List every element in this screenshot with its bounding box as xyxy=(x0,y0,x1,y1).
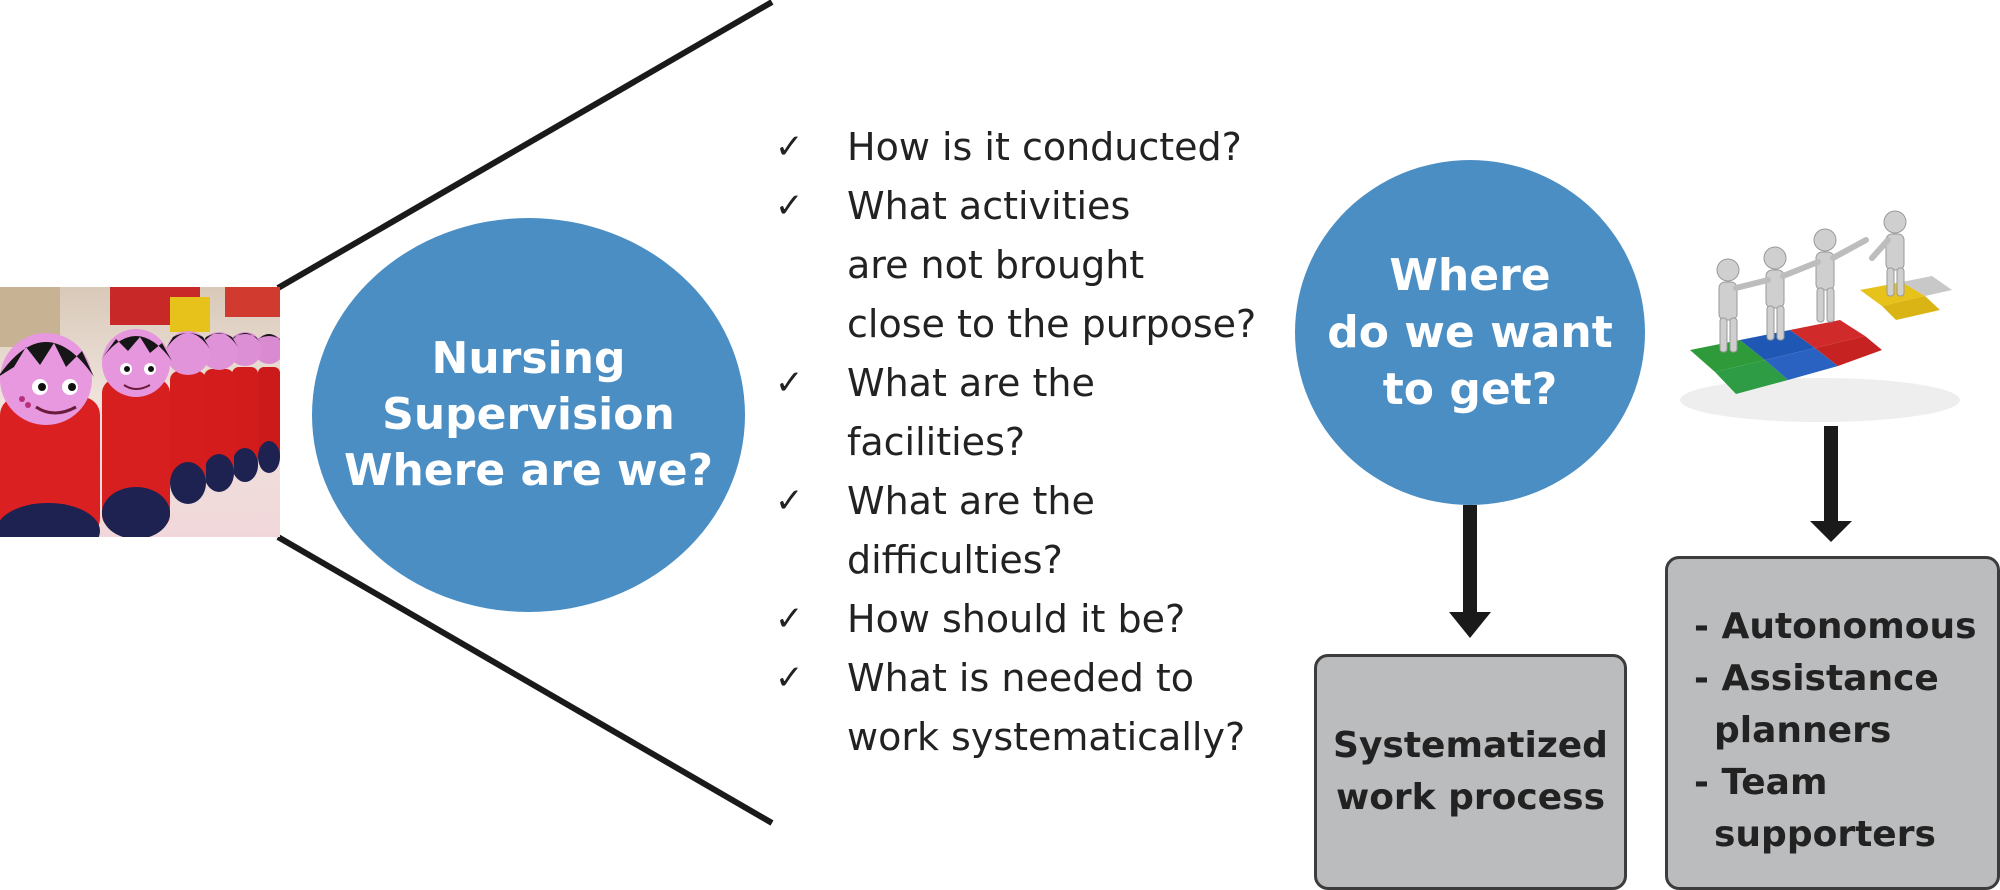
box-text-line: Systematized xyxy=(1333,725,1608,766)
circle-text-line: Nursing xyxy=(431,333,626,384)
where-are-we-circle: Nursing Supervision Where are we? xyxy=(312,218,745,612)
checklist-item: ✓ What is needed to work systematically? xyxy=(775,649,1295,767)
checklist-text: work systematically? xyxy=(847,715,1246,759)
checklist-text: difficulties? xyxy=(847,538,1063,582)
checklist-item: ✓ How is it conducted? xyxy=(775,118,1295,177)
team-roles-box: - Autonomous - Assistance planners - Tea… xyxy=(1665,556,2000,890)
checklist-item: ✓ What are the facilities? xyxy=(775,354,1295,472)
systematized-work-process-box: Systematized work process xyxy=(1314,654,1627,890)
circle-text-line: do we want xyxy=(1327,307,1613,358)
wooden-figures-photo xyxy=(0,287,280,537)
checklist-item: ✓ What are the difficulties? xyxy=(775,472,1295,590)
role-item: - Autonomous xyxy=(1694,601,1997,653)
role-text: planners xyxy=(1714,710,1892,751)
checkmark-icon: ✓ xyxy=(775,127,804,167)
checklist-text: What are the xyxy=(847,479,1095,523)
checkmark-icon: ✓ xyxy=(775,658,804,698)
checklist-text: close to the purpose? xyxy=(847,302,1257,346)
checklist-text: are not brought xyxy=(847,243,1145,287)
checklist-item: ✓ What activities are not brought close … xyxy=(775,177,1295,354)
circle-text-line: Supervision xyxy=(382,389,675,440)
checklist-item: ✓ How should it be? xyxy=(775,590,1295,649)
funnel-line-bottom xyxy=(276,534,774,826)
circle-text-line: Where xyxy=(1389,250,1551,301)
role-text: - Autonomous xyxy=(1694,606,1977,647)
role-text: - Team xyxy=(1694,762,1828,803)
role-text: - Assistance xyxy=(1694,658,1939,699)
checklist-text: What activities xyxy=(847,184,1131,228)
arrow-down-icon xyxy=(1449,505,1491,638)
where-do-we-want-to-get-circle: Where do we want to get? xyxy=(1295,160,1645,505)
question-checklist: ✓ How is it conducted? ✓ What activities… xyxy=(775,118,1295,767)
arrow-down-icon xyxy=(1810,426,1852,542)
funnel-line-top xyxy=(276,0,774,291)
role-item: - Team supporters xyxy=(1694,757,1997,861)
checkmark-icon: ✓ xyxy=(775,186,804,226)
checkmark-icon: ✓ xyxy=(775,599,804,639)
checkmark-icon: ✓ xyxy=(775,481,804,521)
role-item: - Assistance planners xyxy=(1694,653,1997,757)
checklist-text: What is needed to xyxy=(847,656,1195,700)
role-text: supporters xyxy=(1714,814,1936,855)
teamwork-puzzle-figures xyxy=(1670,200,1970,440)
circle-text-line: Where are we? xyxy=(343,445,714,496)
checklist-text: facilities? xyxy=(847,420,1026,464)
box-text-line: work process xyxy=(1335,777,1606,818)
checklist-text: How is it conducted? xyxy=(847,125,1242,169)
checkmark-icon: ✓ xyxy=(775,363,804,403)
checklist-text: What are the xyxy=(847,361,1095,405)
circle-text-line: to get? xyxy=(1382,364,1558,415)
checklist-text: How should it be? xyxy=(847,597,1186,641)
